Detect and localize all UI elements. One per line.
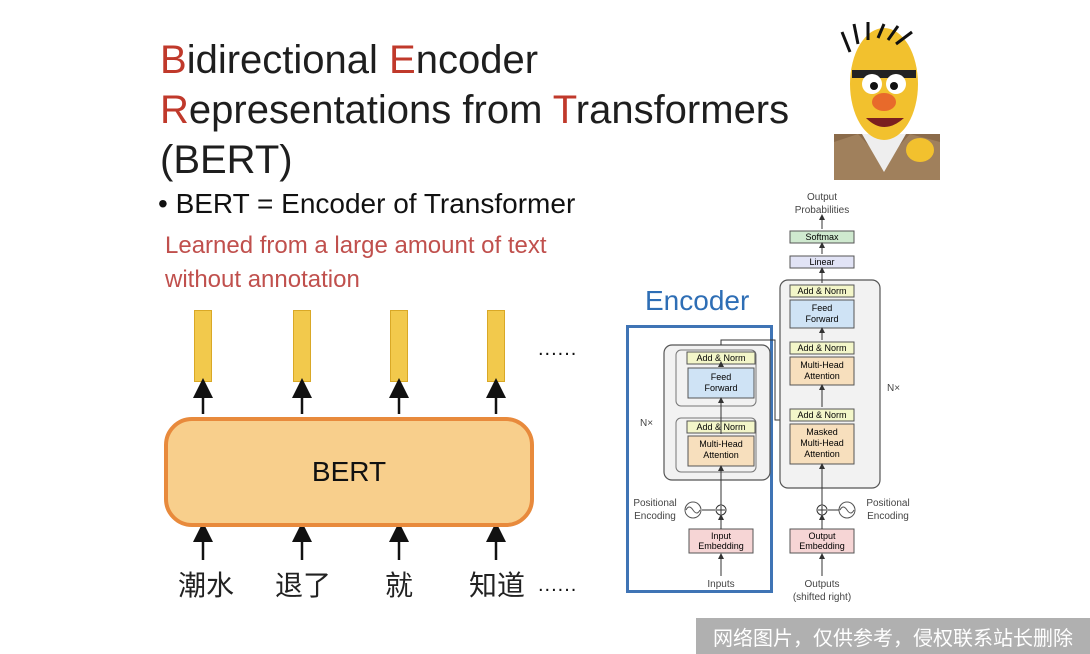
decoder-add-norm-3 (789, 284, 855, 298)
bert-model-box: BERT (164, 417, 534, 527)
title-word-rest: idirectional (186, 38, 390, 82)
title-initial-e: E (389, 38, 416, 82)
encoder-ffn-sublayer (675, 349, 757, 407)
decoder-add-norm-1 (789, 408, 855, 422)
inputs-label: Inputs (707, 579, 734, 590)
encoder-ffn-label-1: Feed (711, 372, 732, 382)
decoder-pos-label-2: Encoding (867, 511, 909, 522)
bert-mascot-image (834, 22, 940, 180)
output-embedding-label-2: Embedding (799, 541, 845, 551)
input-embedding-label-2: Embedding (698, 541, 744, 551)
title-line-2: Representations from Transformers (160, 84, 789, 136)
decoder-mha-label-2: Attention (804, 371, 840, 381)
input-embedding-label-1: Input (711, 531, 732, 541)
encoder-mha-label-1: Multi-Head (699, 439, 743, 449)
encoder-ffn-label-2: Forward (704, 383, 737, 393)
input-token-1: 潮水 (178, 569, 235, 602)
decoder-ffn-label-1: Feed (812, 303, 833, 313)
decoder-masked-label-1: Masked (806, 427, 838, 437)
title-initial-b: B (160, 38, 187, 82)
title-word-rest: epresentations from (188, 88, 553, 132)
decoder-add-norm-1-label: Add & Norm (797, 410, 846, 420)
decoder-masked-label-3: Attention (804, 449, 840, 459)
output-prob-label-1: Output (807, 192, 837, 203)
title-line-1: Bidirectional Encoder (160, 34, 538, 86)
encoder-multi-head (687, 435, 755, 467)
decoder-mha-label-1: Multi-Head (800, 360, 844, 370)
decoder-ffn-label-2: Forward (805, 314, 838, 324)
encoder-pos-label-2: Encoding (634, 511, 676, 522)
encoder-pos-wave-icon (684, 501, 702, 519)
note-line-2: without annotation (165, 266, 360, 293)
decoder-add-norm-2 (789, 341, 855, 355)
input-token-3: 就 (385, 569, 414, 602)
encoder-nx-label: N× (640, 418, 653, 429)
output-ellipsis: ...... (538, 338, 578, 360)
title-word-rest: ransformers (575, 88, 790, 132)
outputs-shifted-label: (shifted right) (793, 592, 851, 603)
title-initial-t: T (552, 88, 576, 132)
input-token-4: 知道 (469, 569, 526, 602)
title-line-3: (BERT) (160, 138, 293, 182)
output-prob-label-2: Probabilities (795, 205, 849, 216)
note-line-1: Learned from a large amount of text (165, 232, 547, 259)
token-ellipsis: ...... (538, 574, 578, 596)
outputs-label: Outputs (804, 579, 839, 590)
decoder-multi-head (789, 356, 855, 386)
decoder-add-norm-3-label: Add & Norm (797, 286, 846, 296)
encoder-pos-label-1: Positional (633, 498, 676, 509)
watermark-banner: 网络图片，仅供参考，侵权联系站长删除 (696, 618, 1090, 654)
encoder-mha-label-2: Attention (703, 450, 739, 460)
title-word-rest: ncoder (415, 38, 539, 82)
encoder-attn-sublayer (675, 417, 757, 473)
softmax-label: Softmax (805, 232, 839, 242)
decoder-feed-forward (789, 299, 855, 329)
decoder-masked-label-2: Multi-Head (800, 438, 844, 448)
decoder-nx-label: N× (887, 383, 900, 394)
input-token-2: 退了 (275, 569, 332, 602)
encoder-add-norm-2-label: Add & Norm (696, 353, 745, 363)
linear-label: Linear (809, 257, 834, 267)
bert-definition-bullet: • BERT = Encoder of Transformer (158, 188, 576, 219)
encoder-highlight-frame (626, 325, 773, 593)
output-embedding-label-1: Output (808, 531, 836, 541)
encoder-label: Encoder (645, 285, 750, 316)
bert-model-label: BERT (311, 456, 387, 487)
decoder-pos-label-1: Positional (866, 498, 909, 509)
title-initial-r: R (160, 88, 189, 132)
decoder-add-norm-2-label: Add & Norm (797, 343, 846, 353)
input-embedding (688, 528, 754, 554)
